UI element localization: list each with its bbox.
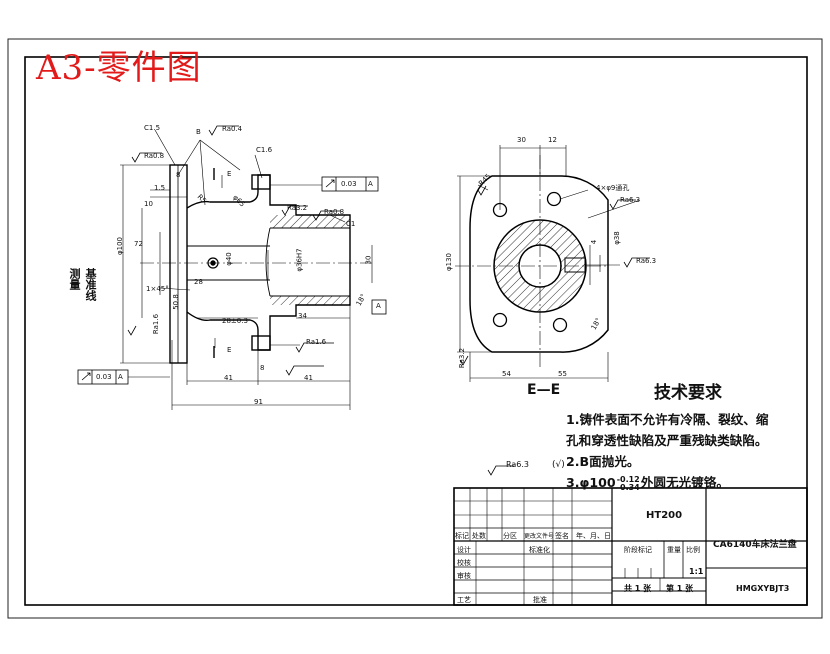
tb-part-name: CA6140车床法兰盘 — [713, 540, 797, 550]
dimension-lines — [120, 129, 373, 410]
tb-h-sign: 签名 — [555, 532, 569, 540]
other-roughness: (√) — [552, 460, 565, 470]
dim-phi30: 30 — [364, 255, 373, 265]
section-view — [169, 164, 351, 364]
datum-a: A — [376, 302, 381, 310]
dim-30: 30 — [517, 136, 526, 144]
dim-ra16b: Ra1.6 — [306, 338, 327, 346]
tb-h-mark: 标记 — [455, 532, 469, 540]
dim-28tol: 28±0.3 — [222, 317, 248, 325]
tb-r-design: 设计 — [457, 546, 471, 554]
dim-8b: 8 — [260, 364, 265, 372]
dim-15: 1.5 — [154, 184, 166, 192]
dim-ra04: Ra0.4 — [222, 125, 243, 133]
dim-508: 50.8 — [171, 294, 180, 310]
dim-55: 55 — [558, 370, 567, 378]
tb-r-std: 标准化 — [529, 546, 550, 554]
dim-ra16: Ra1.6 — [152, 313, 161, 335]
tb-h-stage: 阶段标记 — [624, 546, 652, 554]
tech-line-2: 孔和穿透性缺陷及严重残缺类缺陷。 — [566, 433, 768, 448]
tb-sheets: 共 1 张 — [624, 584, 652, 593]
tb-scale: 1:1 — [689, 567, 704, 576]
tb-r-process: 工艺 — [457, 596, 471, 604]
tech-line-3: 2.B面抛光。 — [566, 454, 640, 469]
end-view — [455, 145, 641, 382]
dim-ra32: Ra3.2 — [287, 204, 308, 212]
dim-12: 12 — [548, 136, 557, 144]
frame-tol: 0.03 — [341, 180, 357, 188]
tb-h-date: 年、月、日 — [576, 532, 611, 540]
tb-h-count: 处数 — [472, 532, 486, 540]
tb-h-weight: 重量 — [667, 546, 681, 554]
hatch-bottom — [270, 296, 350, 305]
dim-45: 1×45° — [146, 285, 169, 293]
dim-phi40: φ40 — [224, 252, 233, 266]
dim-phi100: φ100 — [115, 237, 124, 255]
dim-41a: 41 — [224, 374, 233, 382]
dim-4: 4 — [590, 239, 599, 245]
inner-frame — [24, 56, 808, 606]
dim-91: 91 — [254, 398, 263, 406]
dim-34: 34 — [298, 312, 307, 320]
general-roughness: Ra6.3 — [506, 460, 530, 469]
dim-c16: C1.6 — [256, 146, 273, 154]
tech-tolerance: -0.12-0.34 — [616, 474, 640, 492]
tb-h-file: 更改文件号 — [524, 533, 555, 540]
dim-41b: 41 — [304, 374, 313, 382]
dim-holes: 4×φ9通孔 — [596, 184, 630, 192]
tech-line-4-b: 外圆无光镀铬。 — [640, 475, 729, 490]
tb-r-review: 审核 — [457, 572, 471, 580]
tol-up: -0.12 — [616, 474, 640, 484]
dim-phi36: φ36H7 — [295, 248, 304, 272]
dim-c15: C1.5 — [144, 124, 161, 132]
hatch-top — [270, 215, 350, 228]
tb-h-scale: 比例 — [686, 546, 700, 554]
section-e-top: E — [227, 170, 232, 178]
tb-material: HT200 — [646, 510, 683, 521]
tb-sheet-no: 第 1 张 — [666, 584, 694, 593]
section-e-bottom: E — [227, 346, 232, 354]
roughness-marks — [127, 125, 650, 476]
tol-down: -0.34 — [616, 482, 640, 492]
dim-phi130: φ130 — [444, 253, 453, 271]
dim-ra08: Ra0.8 — [144, 152, 165, 160]
tech-heading: 技术要求 — [654, 383, 722, 403]
dim-72: 72 — [134, 240, 143, 248]
tb-h-zone: 分区 — [503, 532, 517, 540]
dim-ra63b: Ra6.3 — [620, 196, 641, 204]
dim-28: 28 — [194, 278, 203, 286]
tech-line-4-a: 3.φ100 — [566, 475, 616, 490]
dim-10: 10 — [144, 200, 153, 208]
technical-requirements: 技术要求 1.铸件表面不允许有冷隔、裂纹、缩 孔和穿透性缺陷及严重残缺类缺陷。 … — [566, 378, 816, 493]
dim-8: 8 — [176, 171, 181, 179]
tb-r-check: 校核 — [457, 559, 471, 567]
view-label-ee: E—E — [527, 382, 561, 398]
dim-ra08b: Ra0.8 — [324, 208, 345, 216]
dim-b: B — [196, 128, 201, 136]
dim-ra63c: Ra6.3 — [636, 257, 657, 265]
tb-drawing-no: HMGXYBJT3 — [736, 584, 790, 593]
frame-ref: A — [368, 180, 373, 188]
frame2-ref: A — [118, 373, 123, 381]
sheet-stamp: A3-零件图 — [36, 48, 202, 88]
label-line: 基准线 — [84, 268, 97, 301]
outer-frame — [7, 38, 823, 619]
tolerance-frames — [77, 176, 387, 385]
label-measure: 测量 — [68, 268, 81, 290]
frame2-tol: 0.03 — [96, 373, 112, 381]
tb-r-approve: 批准 — [533, 596, 547, 604]
title-block — [453, 487, 808, 606]
tech-line-1: 1.铸件表面不允许有冷隔、裂纹、缩 — [566, 412, 769, 427]
dim-ra32b: Ra3.2 — [458, 347, 467, 369]
dim-54: 54 — [502, 370, 511, 378]
dim-phi38: φ38 — [612, 231, 621, 245]
dim-c1: C1 — [346, 220, 356, 228]
